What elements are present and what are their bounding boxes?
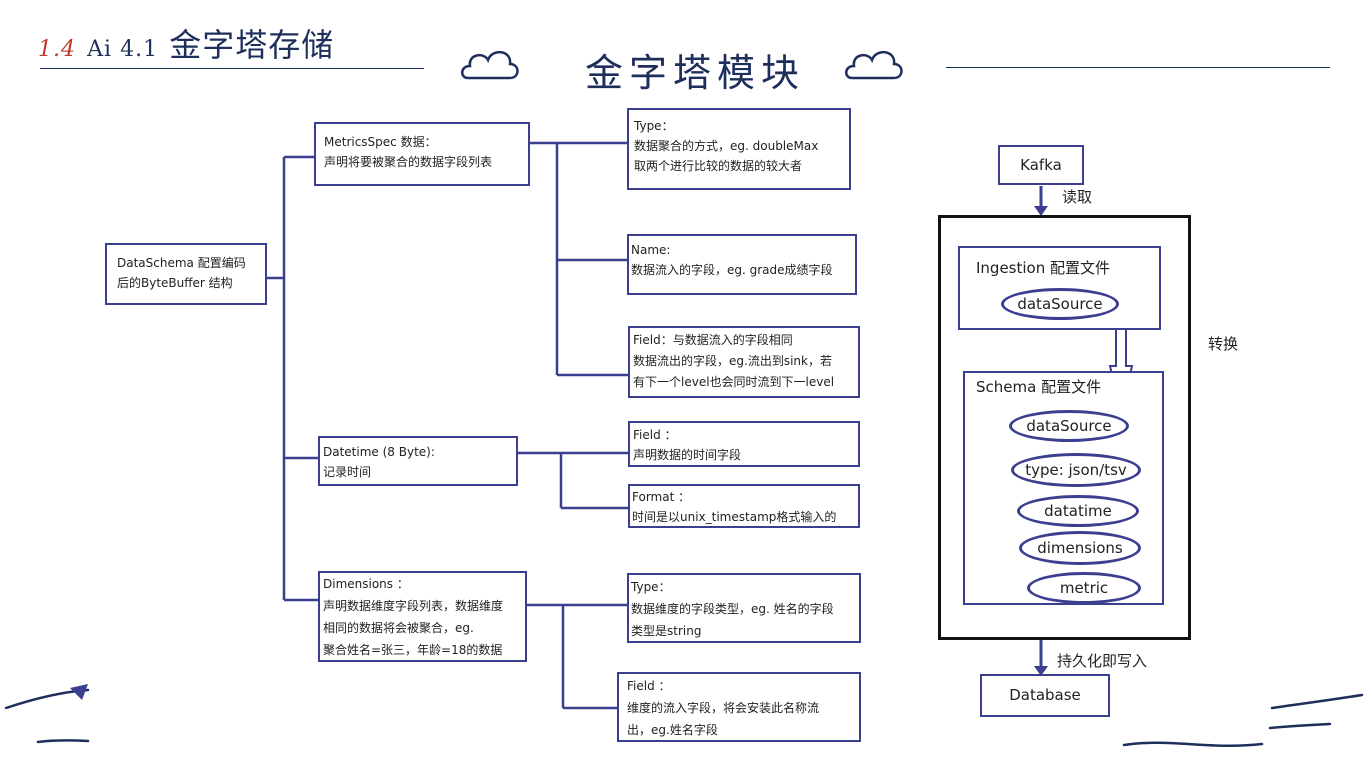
- datetime-line-1: Datetime (8 Byte):: [323, 445, 435, 459]
- metrics-name-line-1: Name:: [631, 243, 671, 257]
- dimensions-type-line-1: Type：: [631, 580, 671, 594]
- dimensions-box: Dimensions ： 声明数据维度字段列表，数据维度 相同的数据将会被聚合，…: [318, 571, 527, 662]
- ingestion-container: [938, 215, 1191, 640]
- dimensions-line-4: 聚合姓名=张三，年龄=18的数据: [323, 643, 503, 657]
- ingestion-title: Ingestion 配置文件: [976, 259, 1110, 277]
- schema-field-dimensions: dimensions: [1019, 531, 1141, 565]
- schema-title: Schema 配置文件: [976, 378, 1102, 396]
- dimensions-field-line-3: 出，eg.姓名字段: [627, 723, 718, 737]
- datetime-format-line-2: 时间是以unix_timestamp格式输入的: [632, 510, 837, 524]
- title-underline: [40, 68, 424, 69]
- schema-field-metric: metric: [1027, 572, 1141, 604]
- cloud-icon-left: [461, 51, 519, 80]
- datetime-format-line-1: Format ：: [632, 490, 691, 504]
- dimensions-line-2: 声明数据维度字段列表，数据维度: [323, 599, 504, 613]
- dimensions-type-box: Type： 数据维度的字段类型，eg. 姓名的字段 类型是string: [627, 573, 861, 643]
- schema-field-datatime: datatime: [1017, 495, 1139, 527]
- section-number: 1.4: [38, 37, 76, 62]
- cloud-icon-right: [845, 51, 903, 80]
- datetime-field-box: Field ： 声明数据的时间字段: [628, 421, 860, 467]
- schema-config-box: Schema 配置文件: [963, 371, 1164, 605]
- metrics-type-line-3: 取两个进行比较的数据的较大者: [634, 159, 803, 173]
- schema-field-type: type: json/tsv: [1011, 453, 1141, 487]
- subtitle: 金字塔模块: [585, 51, 806, 95]
- datetime-box: Datetime (8 Byte): 记录时间: [318, 436, 518, 486]
- database-label: Database: [1009, 686, 1081, 704]
- metrics-line-2: 声明将要被聚合的数据字段列表: [324, 155, 493, 169]
- kafka-label: Kafka: [1020, 156, 1062, 174]
- metrics-line-1: MetricsSpec 数据：: [324, 135, 437, 149]
- datetime-line-2: 记录时间: [323, 465, 372, 479]
- dimensions-line-1: Dimensions ：: [323, 577, 409, 591]
- dimensions-field-line-2: 维度的流入字段，将会安装此名称流: [627, 701, 820, 715]
- metrics-field-box: Field：与数据流入的字段相同 数据流出的字段，eg.流出到sink，若 有下…: [628, 326, 860, 398]
- datetime-format-box: Format ： 时间是以unix_timestamp格式输入的: [628, 484, 860, 528]
- metrics-type-box: Type： 数据聚合的方式，eg. doubleMax 取两个进行比较的数据的较…: [627, 108, 851, 190]
- subtitle-rule: [946, 67, 1330, 68]
- dimensions-type-line-3: 类型是string: [631, 624, 702, 638]
- dimensions-field-line-1: Field ：: [627, 679, 671, 693]
- metrics-type-line-2: 数据聚合的方式，eg. doubleMax: [634, 139, 819, 153]
- root-box: DataSchema 配置编码 后的ByteBuffer 结构: [105, 243, 267, 305]
- section-tag: Ai 4.1: [87, 37, 159, 62]
- datetime-field-line-1: Field ：: [633, 428, 677, 442]
- decorative-pen-tip: [70, 684, 88, 700]
- metrics-field-line-2: 数据流出的字段，eg.流出到sink，若: [633, 354, 832, 368]
- ingestion-datasource: dataSource: [1001, 288, 1119, 320]
- dimensions-type-line-2: 数据维度的字段类型，eg. 姓名的字段: [631, 602, 834, 616]
- metrics-name-line-2: 数据流入的字段，eg. grade成绩字段: [631, 263, 833, 277]
- root-line-2: 后的ByteBuffer 结构: [117, 276, 233, 290]
- metrics-field-line-3: 有下一个level也会同时流到下一level: [633, 375, 835, 389]
- dimensions-line-3: 相同的数据将会被聚合，eg.: [323, 621, 474, 635]
- read-label: 读取: [1062, 188, 1093, 206]
- dimensions-field-box: Field ： 维度的流入字段，将会安装此名称流 出，eg.姓名字段: [617, 672, 861, 742]
- metrics-name-box: Name: 数据流入的字段，eg. grade成绩字段: [627, 234, 857, 295]
- persist-label: 持久化即写入: [1057, 652, 1148, 670]
- root-line-1: DataSchema 配置编码: [117, 256, 246, 270]
- transform-label: 转换: [1208, 335, 1239, 353]
- metrics-type-line-1: Type：: [634, 119, 674, 133]
- kafka-box: Kafka: [998, 145, 1084, 185]
- schema-field-datasource: dataSource: [1009, 410, 1129, 442]
- metrics-spec-box: MetricsSpec 数据： 声明将要被聚合的数据字段列表: [314, 122, 530, 186]
- slide-title: 1.4 Ai 4.1 金字塔存储: [38, 20, 334, 66]
- title-text: 金字塔存储: [169, 26, 335, 64]
- datetime-field-line-2: 声明数据的时间字段: [633, 448, 742, 462]
- database-box: Database: [980, 674, 1110, 717]
- metrics-field-line-1: Field：与数据流入的字段相同: [633, 333, 793, 347]
